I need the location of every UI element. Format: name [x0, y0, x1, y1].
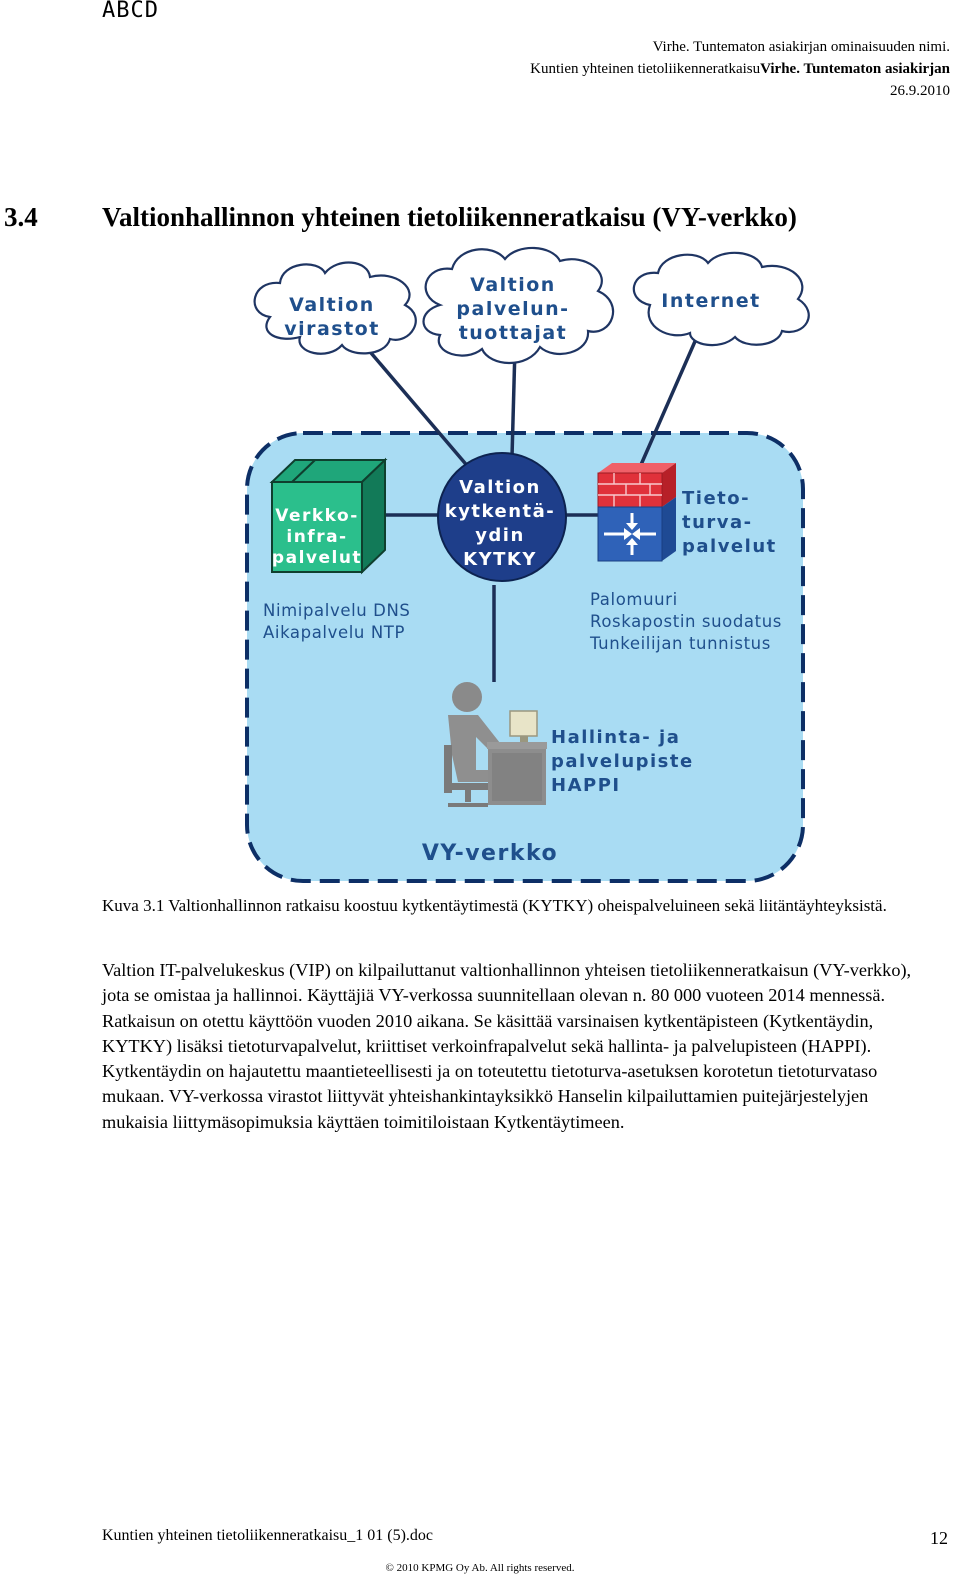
security-service-2: Roskapostin suodatus: [590, 612, 782, 631]
hub-line-3: ydin: [475, 525, 525, 546]
hub-line-2: kytkentä-: [445, 501, 556, 522]
line-internet-security: [638, 329, 702, 468]
figure-caption: Kuva 3.1 Valtionhallinnon ratkaisu koost…: [102, 893, 954, 918]
kytky-hub: [437, 452, 567, 582]
body-paragraph: Valtion IT-palvelukeskus (VIP) on kilpai…: [102, 960, 912, 1132]
line-virastot-hub: [358, 338, 472, 471]
happi-label-line-1: Hallinta- ja: [551, 727, 680, 748]
infra-box-line-3: palvelut: [272, 548, 362, 568]
person-at-desk-icon: [444, 682, 547, 807]
header-line-2-bold: Virhe. Tuntematon asiakirjan: [760, 61, 950, 77]
network-name: VY-verkko: [422, 841, 558, 866]
section-title: Valtionhallinnon yhteinen tietoliikenner…: [102, 202, 797, 232]
cloud-tuottajat-line-3: tuottajat: [459, 322, 568, 344]
header-line-1: Virhe. Tuntematon asiakirjan ominaisuude…: [652, 39, 950, 55]
header-line-2: Kuntien yhteinen tietoliikenneratkaisuVi…: [530, 58, 950, 80]
firewall-router-icon: [597, 463, 676, 562]
security-service-1: Palomuuri: [590, 590, 678, 609]
infra-box-line-1: Verkko-: [275, 506, 359, 526]
cloud-virastot: [253, 261, 417, 355]
cloud-palveluntuottajat: [422, 246, 615, 365]
happi-label-line-2: palvelupiste: [551, 751, 694, 772]
cloud-tuottajat-line-2: palvelun-: [456, 298, 569, 320]
security-service-3: Tunkeilijan tunnistus: [589, 634, 771, 653]
caption-text: Kuva 3.1 Valtionhallinnon ratkaisu koost…: [102, 896, 887, 915]
security-label-line-2: turva-: [682, 512, 753, 533]
cloud-virastot-line-1: Valtion: [289, 294, 375, 316]
top-mark: ABCD: [102, 0, 159, 23]
section-number: 3.4: [4, 202, 38, 232]
cloud-internet-line-1: Internet: [661, 290, 760, 312]
footer-filename: Kuntien yhteinen tietoliikenneratkaisu_1…: [102, 1527, 434, 1544]
line-tuottajat-hub: [510, 346, 517, 458]
footer-copyright: © 2010 KPMG Oy Ab. All rights reserved.: [385, 1562, 575, 1574]
infra-box-line-2: infra-: [286, 527, 347, 547]
section-heading: 3.4 Valtionhallinnon yhteinen tietoliiken…: [4, 202, 797, 233]
footer-page-number: 12: [930, 1528, 948, 1548]
vy-network-diagram: Valtion virastot Valtion palvelun- tuott…: [245, 246, 810, 883]
infra-box: [269, 457, 388, 575]
cloud-tuottajat-line-1: Valtion: [470, 274, 556, 296]
hub-line-1: Valtion: [459, 477, 541, 498]
cloud-internet: [632, 251, 810, 347]
header-line-2-normal: Kuntien yhteinen tietoliikenneratkaisu: [530, 61, 761, 77]
security-label-line-3: palvelut: [682, 536, 777, 557]
header-date: 26.9.2010: [890, 83, 950, 99]
infra-service-1: Nimipalvelu DNS: [263, 601, 410, 620]
cloud-virastot-line-2: virastot: [284, 318, 380, 340]
page-header: Virhe. Tuntematon asiakirjan ominaisuude…: [530, 36, 950, 102]
body-text: Valtion IT-palvelukeskus (VIP) on kilpai…: [102, 958, 932, 1135]
happi-label-line-3: HAPPI: [551, 775, 621, 796]
hub-line-4: KYTKY: [463, 549, 537, 570]
security-label-line-1: Tieto-: [682, 488, 750, 509]
connection-lines: [358, 329, 702, 682]
infra-service-2: Aikapalvelu NTP: [263, 623, 405, 642]
